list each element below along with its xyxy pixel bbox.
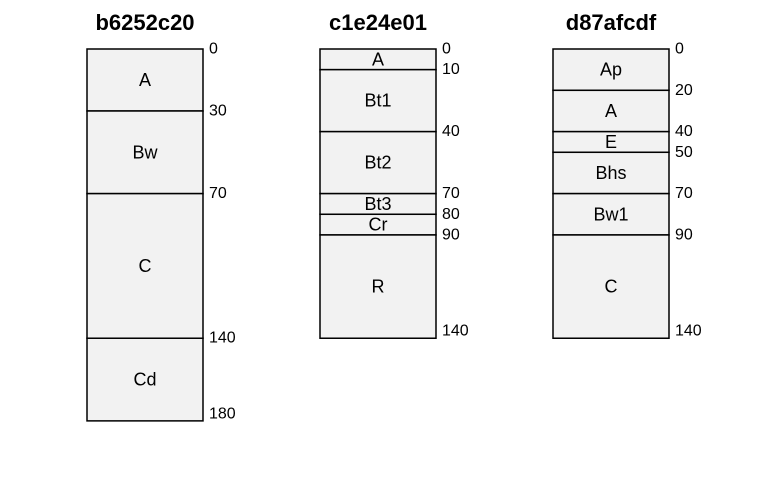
depth-label: 70 [675, 185, 693, 202]
horizon-label: A [372, 49, 384, 69]
horizon-label: Cd [133, 370, 156, 390]
depth-label: 70 [209, 185, 227, 202]
depth-label: 70 [442, 185, 460, 202]
depth-label: 140 [675, 323, 702, 340]
horizon-label: Bw1 [593, 204, 628, 224]
depth-label: 40 [675, 123, 693, 140]
horizon-cd [86, 337, 204, 422]
depth-label: 50 [675, 144, 693, 161]
depth-label: 20 [675, 82, 693, 99]
depth-label: 0 [442, 41, 451, 58]
horizon-label: Bhs [595, 163, 626, 183]
depth-label: 80 [442, 206, 460, 223]
depth-label: 180 [209, 405, 236, 422]
depth-label: 140 [209, 330, 236, 347]
horizon-label: Cr [369, 215, 388, 235]
horizon-label: A [605, 101, 617, 121]
horizon-c [552, 234, 670, 339]
horizon-label: E [605, 132, 617, 152]
horizon-bw [86, 110, 204, 195]
horizon-label: C [139, 256, 152, 276]
horizon-c [86, 192, 204, 339]
depth-label: 30 [209, 102, 227, 119]
depth-label: 90 [675, 226, 693, 243]
depth-label: 0 [675, 41, 684, 58]
horizon-label: Bw [132, 142, 158, 162]
depth-label: 40 [442, 123, 460, 140]
horizon-label: A [139, 70, 151, 90]
horizon-label: Ap [600, 60, 622, 80]
horizon-ap [552, 48, 670, 92]
horizon-a [86, 48, 204, 112]
depth-label: 140 [442, 323, 469, 340]
horizon-label: Bt1 [364, 91, 391, 111]
horizon-label: Bt2 [364, 153, 391, 173]
horizon-label: R [372, 277, 385, 297]
profile-title: b6252c20 [95, 10, 194, 35]
depth-label: 10 [442, 61, 460, 78]
depth-label: 90 [442, 226, 460, 243]
horizon-r [319, 234, 437, 339]
profile-title: d87afcdf [566, 10, 657, 35]
profile-title: c1e24e01 [329, 10, 427, 35]
horizon-bhs [552, 151, 670, 195]
horizon-label: Bt3 [364, 194, 391, 214]
horizon-a [552, 89, 670, 133]
depth-label: 0 [209, 41, 218, 58]
horizon-label: C [605, 277, 618, 297]
